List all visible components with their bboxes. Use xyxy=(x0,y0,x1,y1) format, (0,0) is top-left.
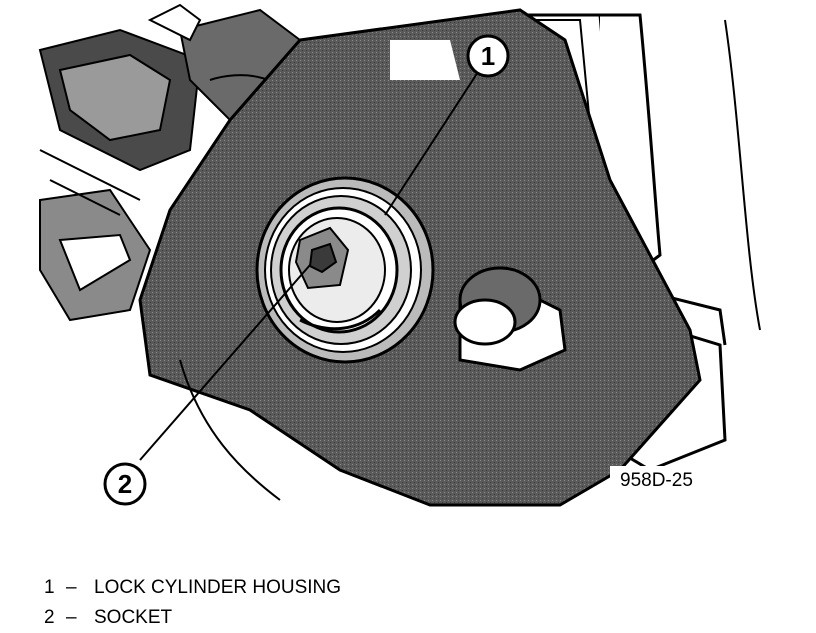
legend-item: 1–LOCK CYLINDER HOUSING xyxy=(44,573,341,603)
callout-2: 2 xyxy=(103,462,147,506)
lock-cylinder-housing xyxy=(255,176,435,364)
legend-separator: – xyxy=(66,607,77,628)
legend-label: LOCK CYLINDER HOUSING xyxy=(94,577,342,598)
callout-legend: 1–LOCK CYLINDER HOUSING 2–SOCKET xyxy=(44,573,341,633)
legend-label: SOCKET xyxy=(94,607,173,628)
legend-number: 1 xyxy=(44,577,55,598)
legend-item: 2–SOCKET xyxy=(44,603,341,633)
shaft-opening xyxy=(453,266,567,372)
lock-cylinder-illustration: 1 2 958D-25 xyxy=(38,3,761,507)
legend-number: 2 xyxy=(44,607,55,628)
leader-line-1 xyxy=(384,71,479,216)
figure-code: 958D-25 xyxy=(620,470,693,491)
svg-text:1: 1 xyxy=(481,41,495,71)
callout-1: 1 xyxy=(466,34,510,78)
wire xyxy=(179,359,281,501)
leader-line-2 xyxy=(139,264,311,461)
socket xyxy=(294,226,350,290)
legend-separator: – xyxy=(66,577,77,598)
svg-text:2: 2 xyxy=(118,469,132,499)
